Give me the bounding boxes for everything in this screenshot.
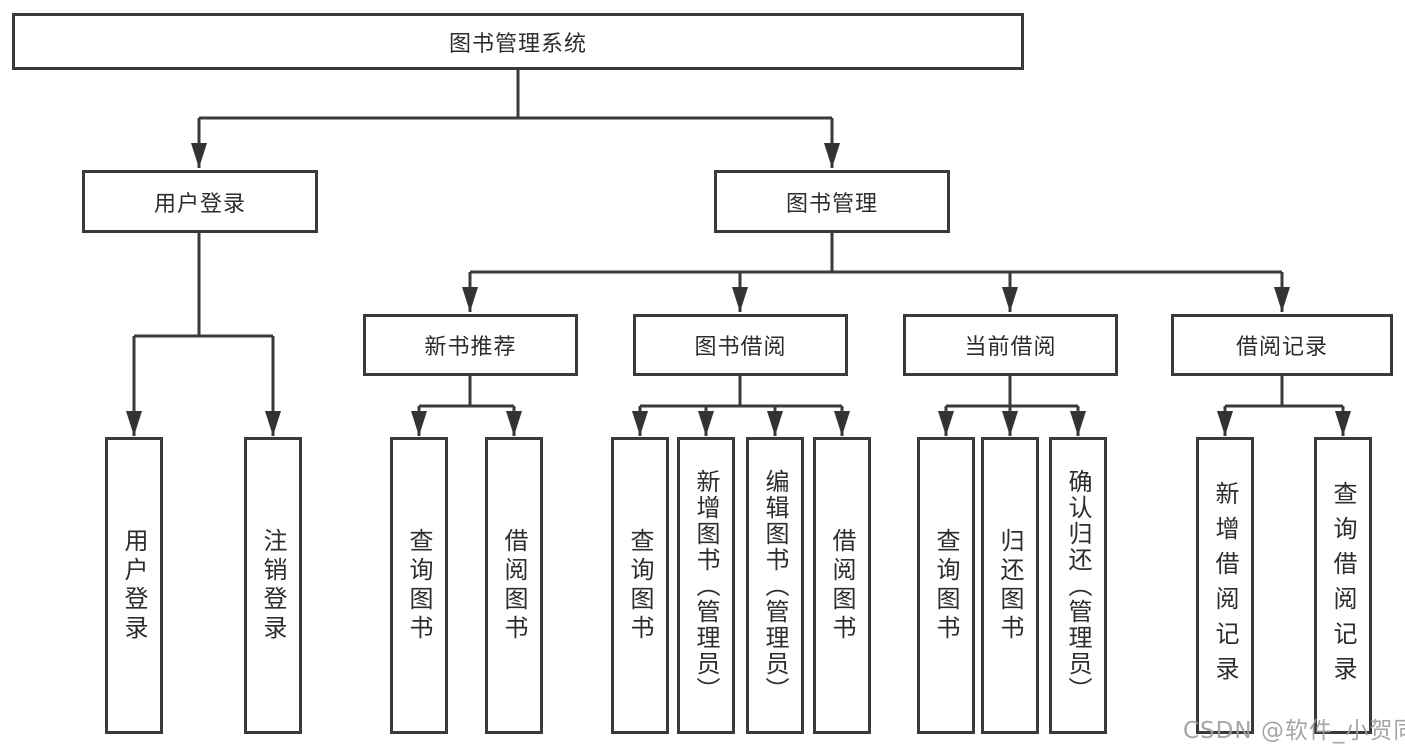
node-leaf-return-book: 归还图书 — [981, 437, 1039, 734]
node-leaf-add-borrow-record: 新增借阅记录 — [1196, 437, 1254, 734]
node-leaf-borrow-books: 借阅图书 — [813, 437, 871, 734]
node-label: 新书推荐 — [424, 335, 517, 360]
node-user-login: 用户登录 — [82, 170, 318, 233]
node-leaf-edit-book-admin: 编辑图书（管理员） — [746, 437, 804, 734]
node-label: 用户登录 — [153, 191, 246, 217]
node-label: 查询借阅记录 — [1329, 480, 1357, 691]
node-current-borrow: 当前借阅 — [903, 314, 1118, 376]
node-label: 归还图书 — [996, 527, 1024, 644]
connector-user-trunk — [134, 233, 273, 338]
connector-newbook-trunk — [419, 376, 514, 408]
node-label: 图书借阅 — [694, 335, 787, 360]
node-borrow-records: 借阅记录 — [1171, 314, 1393, 376]
node-label: 注销登录 — [259, 527, 287, 644]
node-leaf-add-book-admin: 新增图书（管理员） — [677, 437, 735, 734]
node-label: 当前借阅 — [964, 335, 1057, 360]
node-label: 借阅记录 — [1235, 335, 1328, 360]
node-book-borrow: 图书借阅 — [633, 314, 848, 376]
node-new-book-recommend: 新书推荐 — [363, 314, 578, 376]
node-leaf-query-books-recommend: 查询图书 — [390, 437, 448, 734]
node-label: 编辑图书（管理员） — [761, 468, 789, 703]
node-leaf-user-login: 用户登录 — [105, 437, 163, 734]
connector-book-trunk — [470, 233, 1282, 274]
node-label: 借阅图书 — [500, 527, 528, 644]
node-label: 确认归还（管理员） — [1064, 468, 1092, 703]
node-label: 查询图书 — [932, 527, 960, 644]
node-book-management: 图书管理 — [714, 170, 950, 233]
node-label: 查询图书 — [405, 527, 433, 644]
node-leaf-confirm-return-admin: 确认归还（管理员） — [1049, 437, 1107, 734]
csdn-watermark: CSDN @软件_小贺同学 — [1183, 718, 1405, 744]
connector-root-trunk — [199, 70, 832, 120]
node-label: 新增图书（管理员） — [692, 468, 720, 703]
connector-records-trunk — [1225, 376, 1343, 408]
node-label: 用户登录 — [120, 527, 148, 644]
node-label: 图书管理 — [785, 191, 878, 217]
node-leaf-borrow-books-recommend: 借阅图书 — [485, 437, 543, 734]
node-leaf-logout: 注销登录 — [244, 437, 302, 734]
connector-borrow-trunk — [640, 376, 842, 408]
node-leaf-query-borrow-record: 查询借阅记录 — [1314, 437, 1372, 734]
node-label: 查询图书 — [626, 527, 654, 644]
node-label: 图书管理系统 — [448, 31, 587, 57]
connector-current-trunk — [946, 376, 1078, 408]
node-label: 借阅图书 — [828, 527, 856, 644]
node-leaf-query-books-borrow: 查询图书 — [611, 437, 669, 734]
node-label: 新增借阅记录 — [1211, 480, 1239, 691]
node-leaf-query-books-current: 查询图书 — [917, 437, 975, 734]
node-library-management-system: 图书管理系统 — [12, 13, 1024, 70]
